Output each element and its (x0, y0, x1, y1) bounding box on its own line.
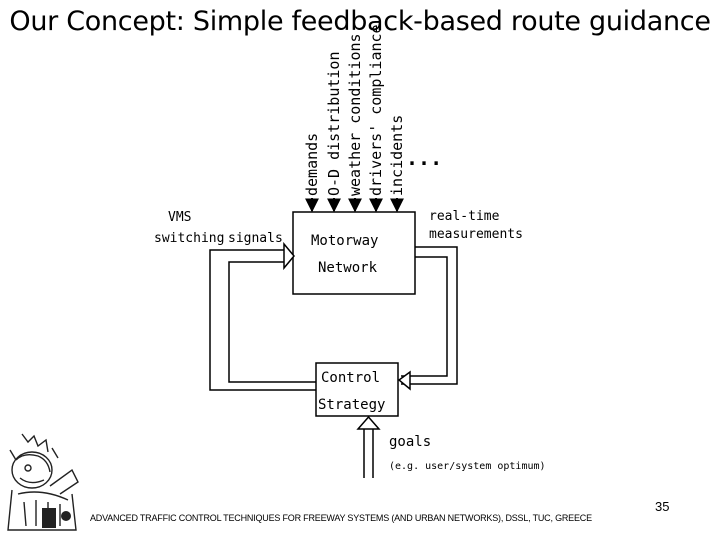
slide-title: Our Concept: Simple feedback-based route… (9, 6, 711, 37)
input-arrows (305, 198, 404, 213)
network-box-line2: Network (318, 260, 378, 276)
left-label-switching: switching (154, 231, 224, 246)
control-box-line2: Strategy (318, 397, 385, 413)
input-label-od: O-D distribution (325, 52, 343, 197)
left-label-vms: VMS (168, 210, 191, 225)
page-number: 35 (655, 499, 670, 514)
goals-arrow (356, 415, 381, 478)
right-label-measurements: measurements (429, 227, 523, 242)
input-label-weather: weather conditions (346, 33, 364, 196)
feedback-loop (209, 246, 458, 391)
left-label-signals: signals (228, 231, 283, 246)
input-label-compliance: drivers' compliance (367, 24, 385, 196)
goals-label: goals (389, 434, 431, 450)
goals-note: (e.g. user/system optimum) (389, 461, 546, 472)
control-box-line1: Control (321, 370, 380, 386)
university-logo (7, 433, 79, 531)
arrowhead-into-control (397, 370, 411, 391)
motorway-network-box (292, 211, 416, 295)
network-box-line1: Motorway (311, 233, 378, 249)
input-label-more: ... (406, 146, 442, 170)
arrowhead-into-network (283, 241, 295, 271)
input-label-incidents: incidents (388, 115, 406, 196)
right-label-realtime: real-time (429, 209, 500, 224)
slide-footer: ADVANCED TRAFFIC CONTROL TECHNIQUES FOR … (90, 513, 592, 523)
input-label-demands: demands (303, 133, 321, 196)
